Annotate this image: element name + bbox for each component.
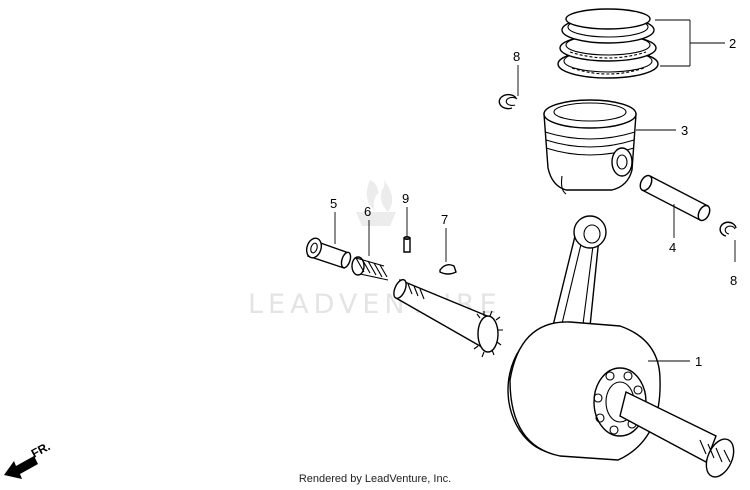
callout-7: 7 [441,212,448,262]
svg-text:2: 2 [729,36,736,51]
callout-9: 9 [402,191,409,236]
crankshaft-part-1 [393,215,735,478]
svg-text:9: 9 [402,191,409,206]
svg-text:8: 8 [513,49,520,64]
callout-8-upper: 8 [513,49,520,96]
watermark-logo [356,180,396,226]
piston-rings-part-2 [557,8,659,79]
svg-text:8: 8 [730,273,737,288]
callout-5: 5 [330,196,337,244]
spring-part-6 [351,256,389,281]
callout-4: 4 [669,204,676,255]
svg-text:5: 5 [330,196,337,211]
render-credit: Rendered by LeadVenture, Inc. [298,473,452,485]
callout-2: 2 [655,19,736,67]
plug-part-5 [305,237,352,269]
callout-3: 3 [636,123,688,138]
callout-6: 6 [364,204,371,256]
svg-text:4: 4 [669,240,676,255]
callout-8-lower: 8 [730,240,737,288]
svg-text:1: 1 [695,354,702,369]
svg-text:3: 3 [681,123,688,138]
piston-part-3 [543,99,637,195]
pin-part-9 [403,235,411,253]
woodruff-key-part-7 [439,263,457,275]
svg-text:7: 7 [441,212,448,227]
piston-pin-part-4 [639,174,711,222]
piston-pin-clip-part-8-left [498,93,518,110]
piston-pin-clip-part-8-right [719,221,737,237]
callout-1: 1 [648,354,702,369]
svg-text:6: 6 [364,204,371,219]
